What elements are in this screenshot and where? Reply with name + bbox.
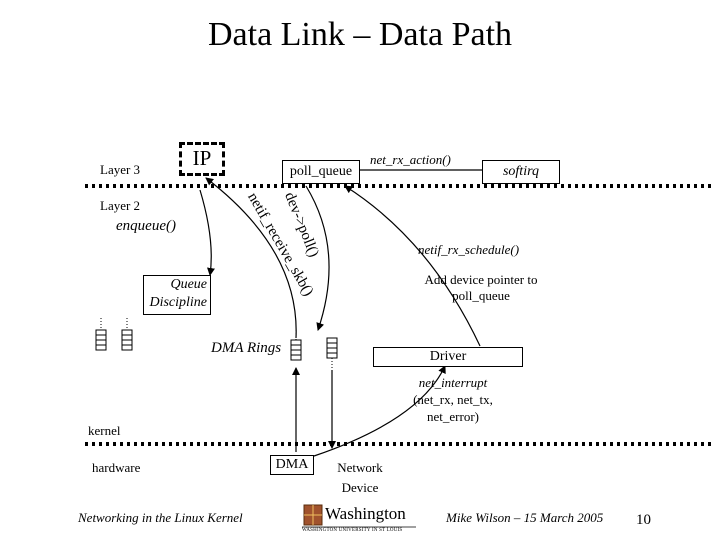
enqueue-label: enqueue() bbox=[116, 218, 176, 234]
poll-queue-label: poll_queue bbox=[289, 164, 353, 179]
footer-logo-subtext: WASHINGTON UNIVERSITY IN ST LOUIS bbox=[302, 528, 403, 533]
net-interrupt-note: net_interrupt (net_rx, net_tx, net_error… bbox=[398, 374, 508, 425]
poll-queue-box: poll_queue bbox=[282, 160, 360, 184]
arrow-net-interrupt bbox=[313, 365, 446, 457]
arrow-netif-rx-schedule bbox=[344, 185, 481, 347]
net-interrupt-line2: (net_rx, net_tx, bbox=[413, 392, 493, 407]
slide-title: Data Link – Data Path bbox=[207, 16, 513, 53]
driver-box: Driver bbox=[373, 347, 523, 367]
dma-ring-left bbox=[290, 330, 302, 361]
arrow-to-ip bbox=[205, 177, 297, 339]
network-device-label: Network Device bbox=[322, 458, 398, 498]
softirq-box: softirq bbox=[482, 160, 560, 184]
driver-label: Driver bbox=[429, 349, 467, 364]
dma-rings-label: DMA Rings bbox=[211, 340, 282, 356]
dma-ring-right bbox=[326, 337, 338, 368]
footer-logo-text: Washington bbox=[325, 504, 406, 523]
add-device-note: Add device pointer to poll_queue bbox=[412, 272, 550, 304]
page-number: 10 bbox=[636, 512, 651, 528]
net-interrupt-line1: net_interrupt bbox=[418, 375, 488, 390]
softirq-label: softirq bbox=[502, 164, 540, 179]
ip-label: IP bbox=[192, 146, 212, 170]
queue-discipline-box: Queue Discipline bbox=[143, 275, 211, 315]
netif-rx-schedule-label: netif_rx_schedule() bbox=[418, 242, 520, 257]
footer-left-text: Networking in the Linux Kernel bbox=[78, 510, 243, 525]
kernel-label: kernel bbox=[88, 423, 121, 438]
queue-ring-left bbox=[95, 318, 107, 351]
network-device-line1: Network bbox=[337, 460, 383, 475]
dma-box: DMA bbox=[270, 455, 314, 475]
hardware-label: hardware bbox=[92, 460, 141, 475]
net-interrupt-line3: net_error) bbox=[427, 409, 479, 424]
queue-ring-right bbox=[121, 318, 133, 351]
ip-box: IP bbox=[179, 142, 225, 176]
layer2-label: Layer 2 bbox=[100, 198, 141, 213]
arrow-dev-poll bbox=[305, 185, 330, 331]
layer3-label: Layer 3 bbox=[100, 162, 141, 177]
queue-discipline-line1: Queue bbox=[170, 277, 207, 292]
footer-author: Mike Wilson – 15 March 2005 bbox=[446, 510, 604, 525]
arrow-enqueue bbox=[199, 189, 215, 276]
dma-label: DMA bbox=[275, 457, 309, 472]
washington-crest-icon bbox=[303, 504, 323, 526]
net-rx-action-label: net_rx_action() bbox=[370, 152, 451, 167]
network-device-line2: Device bbox=[341, 480, 379, 495]
add-device-line1: Add device pointer to bbox=[424, 272, 538, 287]
add-device-line2: poll_queue bbox=[452, 288, 510, 303]
queue-discipline-line2: Discipline bbox=[149, 295, 207, 310]
